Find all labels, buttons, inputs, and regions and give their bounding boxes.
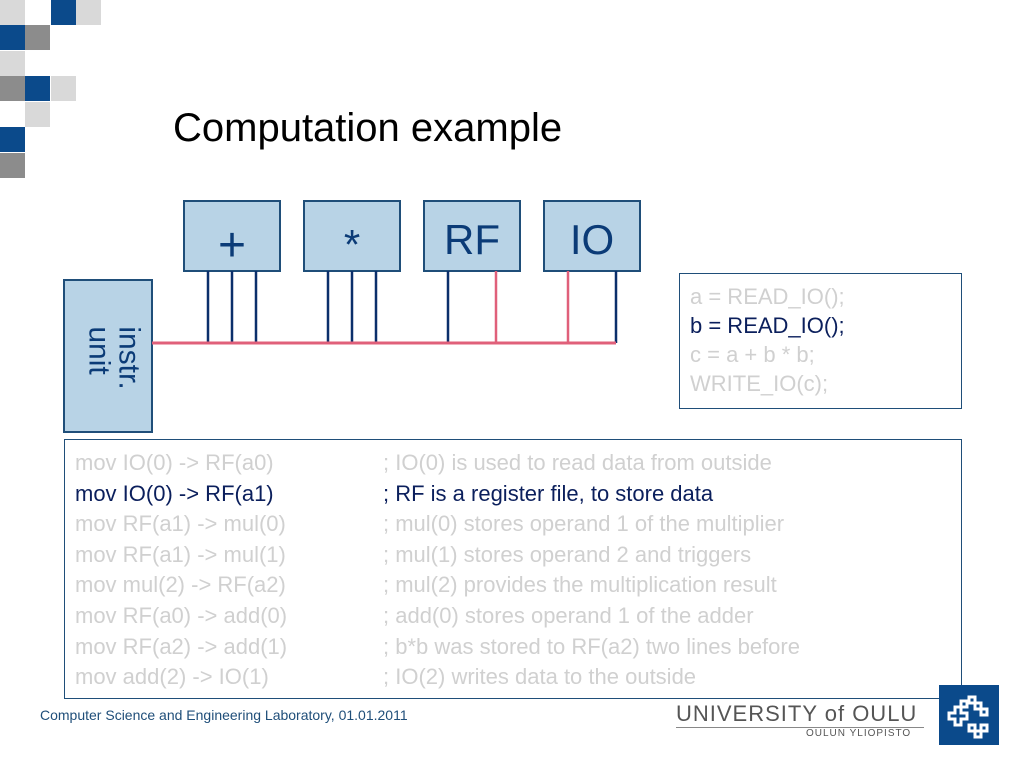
asm-comment: ; IO(2) writes data to the outside [383, 664, 697, 690]
asm-row: mov RF(a1) -> mul(1) ; mul(1) stores ope… [75, 540, 951, 571]
instruction-unit-box [63, 279, 153, 433]
asm-comment: ; add(0) stores operand 1 of the adder [383, 602, 754, 628]
code-line-active: b = READ_IO(); [690, 313, 845, 338]
code-line: c = a + b * b; [690, 342, 815, 367]
multiplier-label: * [343, 221, 361, 268]
asm-row: mov RF(a2) -> add(1) ; b*b was stored to… [75, 632, 951, 663]
asm-comment: ; b*b was stored to RF(a2) two lines bef… [383, 633, 800, 659]
instruction-unit-label: instr. unit [82, 325, 146, 390]
deco-square [51, 76, 76, 101]
active-port-wires [494, 271, 570, 343]
asm-instruction: mov RF(a1) -> mul(1) [75, 541, 286, 567]
university-logo-icon [939, 685, 999, 745]
instruction-unit-label-wrap: instr. unit [74, 300, 154, 415]
io-unit-label: IO [569, 216, 615, 263]
deco-square [0, 127, 25, 152]
deco-square [0, 25, 25, 50]
asm-comment: ; IO(0) is used to read data from outsid… [383, 450, 772, 475]
page-title: Computation example [173, 106, 563, 150]
deco-square [0, 0, 25, 25]
footer-text: Computer Science and Engineering Laborat… [40, 707, 408, 723]
asm-comment: ; mul(2) provides the multiplication res… [383, 572, 777, 598]
register-file-label: RF [444, 216, 500, 263]
asm-row: mov RF(a1) -> mul(0) ; mul(0) stores ope… [75, 509, 951, 540]
deco-square [25, 76, 50, 101]
asm-instruction: mov RF(a0) -> add(0) [75, 602, 288, 628]
asm-row: mov add(2) -> IO(1) ; IO(2) writes data … [75, 662, 951, 693]
adder-label: + [217, 219, 247, 272]
register-file-box [423, 200, 521, 272]
deco-square [0, 51, 25, 76]
deco-square [0, 76, 25, 101]
asm-instruction: mov RF(a2) -> add(1) [75, 633, 288, 659]
asm-row-active: mov IO(0) -> RF(a1) ; RF is a register f… [75, 479, 951, 510]
io-unit-box [543, 200, 641, 272]
deco-square [25, 25, 50, 50]
asm-comment: ; mul(0) stores operand 1 of the multipl… [383, 511, 785, 537]
code-line: WRITE_IO(c); [690, 371, 829, 396]
university-subname: OULUN YLIOPISTO [806, 728, 912, 739]
source-code-box: a = READ_IO(); b = READ_IO(); c = a + b … [679, 273, 962, 409]
code-line: a = READ_IO(); [690, 284, 845, 309]
deco-square [51, 0, 76, 25]
port-wires [206, 271, 618, 343]
asm-comment: ; RF is a register file, to store data [383, 480, 714, 506]
asm-instruction: mov IO(0) -> RF(a0) [75, 450, 274, 475]
asm-comment: ; mul(1) stores operand 2 and triggers [383, 541, 752, 567]
adder-unit-box [183, 200, 281, 272]
multiplier-unit-box [303, 200, 401, 272]
asm-instruction: mov RF(a1) -> mul(0) [75, 511, 286, 537]
university-name: UNIVERSITY of OULU [676, 701, 918, 726]
assembly-box: mov IO(0) -> RF(a0) ; IO(0) is used to r… [64, 439, 962, 699]
deco-square [76, 0, 101, 25]
asm-instruction: mov IO(0) -> RF(a1) [75, 480, 274, 506]
asm-instruction: mov add(2) -> IO(1) [75, 664, 269, 690]
asm-row: mov RF(a0) -> add(0) ; add(0) stores ope… [75, 601, 951, 632]
deco-square [25, 102, 50, 127]
asm-row: mov mul(2) -> RF(a2) ; mul(2) provides t… [75, 570, 951, 601]
asm-instruction: mov mul(2) -> RF(a2) [75, 572, 286, 598]
deco-square [0, 153, 25, 178]
asm-row: mov IO(0) -> RF(a0) ; IO(0) is used to r… [75, 448, 951, 479]
university-divider [676, 727, 924, 728]
